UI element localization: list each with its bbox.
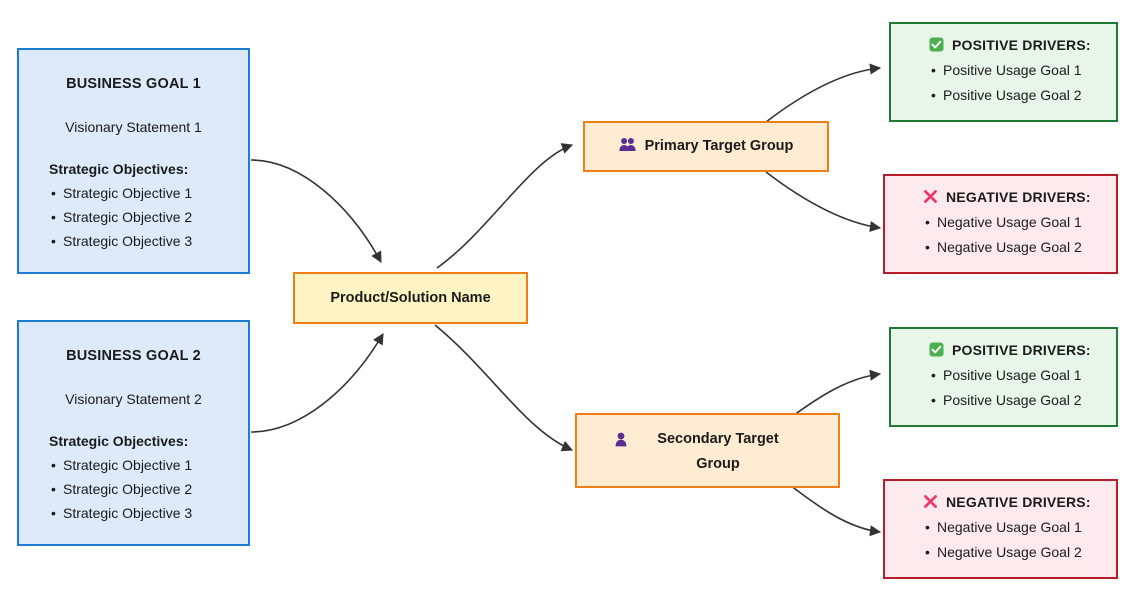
secondary-target-group-node[interactable]: Secondary Target Group xyxy=(575,413,840,488)
edge-goal1-product xyxy=(250,159,382,263)
edge-secondary-negative xyxy=(789,484,882,537)
positive-drivers-bottom-heading-row: POSITIVE DRIVERS: xyxy=(929,342,1116,359)
business-goal-1-objectives-label: Strategic Objectives: xyxy=(49,160,189,177)
list-item: Negative Usage Goal 2 xyxy=(925,235,1116,260)
list-item: Negative Usage Goal 1 xyxy=(925,515,1116,540)
negative-drivers-bottom-heading: NEGATIVE DRIVERS: xyxy=(946,494,1091,510)
business-goal-2-title: BUSINESS GOAL 2 xyxy=(66,347,201,364)
list-item: Strategic Objective 3 xyxy=(51,501,248,525)
negative-drivers-top-list: Negative Usage Goal 1 Negative Usage Goa… xyxy=(885,210,1116,260)
primary-target-group-node[interactable]: Primary Target Group xyxy=(583,121,829,172)
negative-drivers-top-heading-row: NEGATIVE DRIVERS: xyxy=(923,189,1116,206)
business-goal-1-title: BUSINESS GOAL 1 xyxy=(66,75,201,92)
negative-drivers-bottom-node[interactable]: NEGATIVE DRIVERS: Negative Usage Goal 1 … xyxy=(883,479,1118,579)
list-item: Strategic Objective 1 xyxy=(51,453,248,477)
list-item: Strategic Objective 2 xyxy=(51,205,248,229)
edge-primary-positive xyxy=(765,63,882,123)
primary-target-group-content: Primary Target Group xyxy=(605,134,808,159)
check-mark-icon xyxy=(929,37,944,54)
secondary-target-group-label: Secondary Target Group xyxy=(657,430,779,472)
negative-drivers-top-heading: NEGATIVE DRIVERS: xyxy=(946,189,1091,205)
positive-drivers-top-list: Positive Usage Goal 1 Positive Usage Goa… xyxy=(891,58,1116,108)
business-goal-2-objectives-label: Strategic Objectives: xyxy=(49,432,189,449)
negative-drivers-bottom-list: Negative Usage Goal 1 Negative Usage Goa… xyxy=(885,515,1116,565)
list-item: Negative Usage Goal 2 xyxy=(925,540,1116,565)
user-icon xyxy=(615,432,627,451)
primary-target-group-label: Primary Target Group xyxy=(644,138,794,154)
cross-mark-icon xyxy=(923,494,938,511)
positive-drivers-bottom-node[interactable]: POSITIVE DRIVERS: Positive Usage Goal 1 … xyxy=(889,327,1118,427)
list-item: Positive Usage Goal 1 xyxy=(931,58,1116,83)
negative-drivers-top-node[interactable]: NEGATIVE DRIVERS: Negative Usage Goal 1 … xyxy=(883,174,1118,274)
users-icon xyxy=(618,137,636,156)
positive-drivers-top-node[interactable]: POSITIVE DRIVERS: Positive Usage Goal 1 … xyxy=(889,22,1118,122)
edge-product-primary xyxy=(436,143,574,269)
positive-drivers-bottom-list: Positive Usage Goal 1 Positive Usage Goa… xyxy=(891,363,1116,413)
edge-product-secondary xyxy=(434,324,574,452)
list-item: Strategic Objective 1 xyxy=(51,181,248,205)
business-goal-1-node[interactable]: BUSINESS GOAL 1 Visionary Statement 1 St… xyxy=(17,48,250,274)
secondary-target-group-content: Secondary Target Group xyxy=(601,425,815,477)
product-solution-label: Product/Solution Name xyxy=(330,290,491,306)
business-goal-2-vision: Visionary Statement 2 xyxy=(65,390,202,407)
product-solution-node[interactable]: Product/Solution Name xyxy=(293,272,528,324)
list-item: Strategic Objective 3 xyxy=(51,229,248,253)
list-item: Negative Usage Goal 1 xyxy=(925,210,1116,235)
edge-secondary-positive xyxy=(789,369,882,419)
negative-drivers-bottom-heading-row: NEGATIVE DRIVERS: xyxy=(923,494,1116,511)
list-item: Strategic Objective 2 xyxy=(51,477,248,501)
positive-drivers-top-heading-row: POSITIVE DRIVERS: xyxy=(929,37,1116,54)
business-goal-1-objectives-list: Strategic Objective 1 Strategic Objectiv… xyxy=(19,181,248,253)
business-goal-2-node[interactable]: BUSINESS GOAL 2 Visionary Statement 2 St… xyxy=(17,320,250,546)
list-item: Positive Usage Goal 2 xyxy=(931,83,1116,108)
check-mark-icon xyxy=(929,342,944,359)
list-item: Positive Usage Goal 1 xyxy=(931,363,1116,388)
positive-drivers-top-heading: POSITIVE DRIVERS: xyxy=(952,37,1091,53)
list-item: Positive Usage Goal 2 xyxy=(931,388,1116,413)
business-goal-2-objectives-list: Strategic Objective 1 Strategic Objectiv… xyxy=(19,453,248,525)
cross-mark-icon xyxy=(923,189,938,206)
positive-drivers-bottom-heading: POSITIVE DRIVERS: xyxy=(952,342,1091,358)
edge-primary-negative xyxy=(765,171,882,233)
edge-goal2-product xyxy=(250,333,384,433)
business-goal-1-vision: Visionary Statement 1 xyxy=(65,118,202,135)
